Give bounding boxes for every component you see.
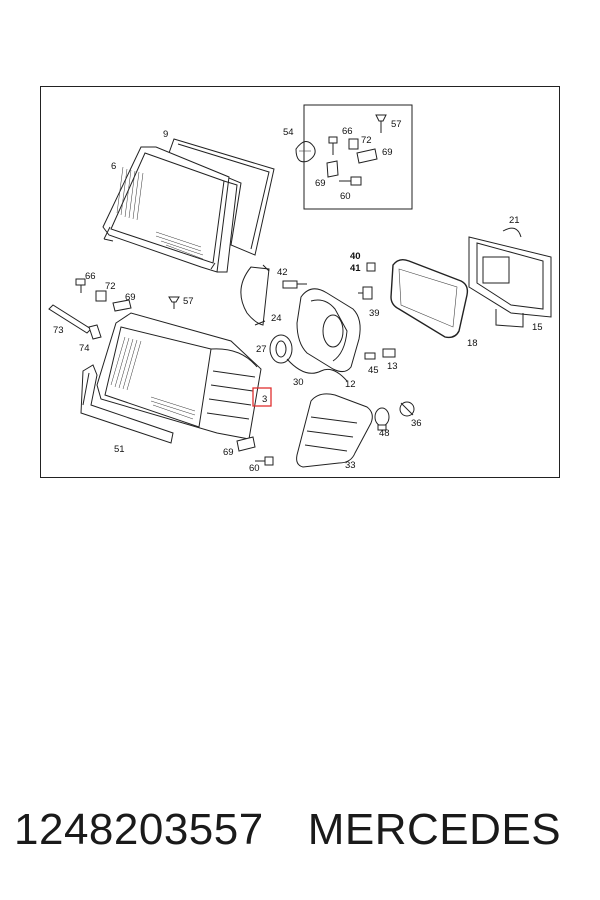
parts-39-40-41 bbox=[358, 262, 376, 300]
callout-36: 36 bbox=[411, 418, 422, 429]
callout-13: 13 bbox=[387, 361, 398, 372]
callout-72: 72 bbox=[361, 135, 372, 146]
part-number-caption: 1248203557 MERCEDES bbox=[14, 800, 594, 860]
callout-60: 60 bbox=[340, 191, 351, 202]
hardware-kit-box bbox=[295, 104, 413, 210]
callout-48: 48 bbox=[379, 428, 390, 439]
callout-27: 27 bbox=[256, 344, 267, 355]
callout-30: 30 bbox=[293, 377, 304, 388]
callout-66: 66 bbox=[342, 126, 353, 137]
callout-12: 12 bbox=[345, 379, 356, 390]
callout-24: 24 bbox=[271, 313, 282, 324]
parts-48-36 bbox=[374, 401, 415, 431]
callout-69: 69 bbox=[125, 292, 136, 303]
callout-18: 18 bbox=[467, 338, 478, 349]
callout-labels: 9 6 54 66 57 72 69 69 60 21 40 41 42 66 … bbox=[53, 119, 543, 474]
part-number: 1248203557 bbox=[14, 805, 264, 854]
part-6-headlamp-lens bbox=[102, 146, 238, 273]
callout-72: 72 bbox=[105, 281, 116, 292]
callout-33: 33 bbox=[345, 460, 356, 471]
callout-60: 60 bbox=[249, 463, 260, 474]
callout-66: 66 bbox=[85, 271, 96, 282]
callout-6: 6 bbox=[111, 161, 116, 172]
part-3-lamp-assembly bbox=[80, 312, 262, 444]
part-12-reflector bbox=[296, 288, 361, 373]
callout-57: 57 bbox=[183, 296, 194, 307]
callout-39: 39 bbox=[369, 308, 380, 319]
parts-45-13-bulbs bbox=[364, 348, 396, 360]
exploded-parts-diagram: 9 6 54 66 57 72 69 69 60 21 40 41 42 66 … bbox=[40, 86, 560, 478]
callout-45: 45 bbox=[368, 365, 379, 376]
callout-57: 57 bbox=[391, 119, 402, 130]
left-hardware-group bbox=[48, 278, 180, 340]
callout-69: 69 bbox=[315, 178, 326, 189]
diagram-drawing: 9 6 54 66 57 72 69 69 60 21 40 41 42 66 … bbox=[48, 104, 552, 474]
callout-51: 51 bbox=[114, 444, 125, 455]
callout-73: 73 bbox=[53, 325, 64, 336]
callout-69: 69 bbox=[382, 147, 393, 158]
callout-9: 9 bbox=[163, 129, 168, 140]
callout-42: 42 bbox=[277, 267, 288, 278]
lower-hardware-group bbox=[236, 436, 274, 466]
part-15-housing bbox=[468, 227, 552, 328]
callout-40: 40 bbox=[350, 251, 361, 262]
callout-21: 21 bbox=[509, 215, 520, 226]
callout-15: 15 bbox=[532, 322, 543, 333]
highlight-box bbox=[252, 387, 272, 407]
part-24-reflector bbox=[240, 264, 270, 326]
callout-3: 3 bbox=[262, 394, 267, 405]
callout-69: 69 bbox=[223, 447, 234, 458]
part-18-gasket bbox=[390, 258, 469, 339]
part-33-indicator-lens bbox=[296, 393, 373, 468]
callout-74: 74 bbox=[79, 343, 90, 354]
callout-41: 41 bbox=[350, 263, 361, 274]
callout-54: 54 bbox=[283, 127, 294, 138]
part-27-socket bbox=[269, 334, 348, 382]
brand-name: MERCEDES bbox=[307, 805, 562, 854]
part-42-bulb bbox=[282, 280, 307, 289]
